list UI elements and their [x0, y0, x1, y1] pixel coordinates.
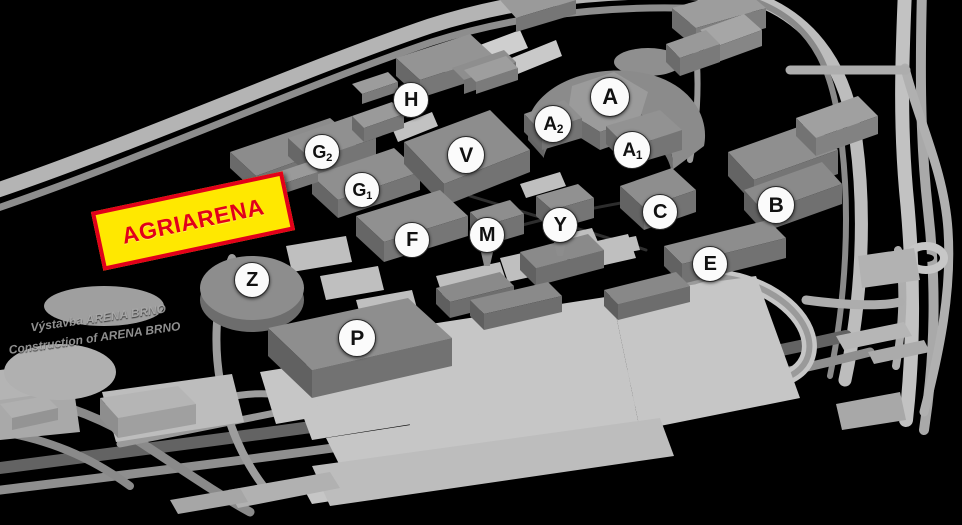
pavilion-z-label: Z	[246, 269, 258, 291]
pavilion-g2-marker[interactable]: G2	[304, 134, 340, 170]
pavilion-v-label: V	[459, 143, 473, 167]
pavilion-g1-label: G1	[352, 179, 372, 203]
pavilion-b-marker[interactable]: B	[757, 186, 795, 224]
pavilion-m-label: M	[478, 224, 496, 246]
pavilion-g2-sublabel: 2	[326, 152, 332, 165]
pavilion-p-marker[interactable]: P	[338, 319, 376, 357]
pavilion-a-label: A	[602, 84, 618, 109]
pavilion-m-marker[interactable]: M	[469, 217, 505, 253]
pavilion-y-pin-stem	[553, 240, 567, 256]
pavilion-y-label: Y	[553, 214, 567, 236]
pavilion-g1-sublabel: 1	[366, 190, 372, 203]
pavilion-a2-sublabel: 2	[556, 123, 564, 137]
pavilion-m-pin-stem	[480, 250, 494, 266]
pavilion-h-label: H	[404, 89, 418, 111]
pavilion-c-marker[interactable]: C	[642, 194, 678, 230]
pavilion-h-marker[interactable]: H	[393, 82, 429, 118]
pavilion-a2-label: A2	[543, 113, 564, 137]
buildings	[0, 0, 930, 514]
pavilion-a1-label: A1	[622, 139, 643, 163]
pavilion-a1-sublabel: 1	[635, 149, 643, 163]
pavilion-c-label: C	[653, 201, 667, 223]
pavilion-b-label: B	[768, 193, 784, 217]
pavilion-e-marker[interactable]: E	[692, 246, 728, 282]
pavilion-f-marker[interactable]: F	[394, 222, 430, 258]
pavilion-g1-marker[interactable]: G1	[344, 172, 380, 208]
pavilion-a2-marker[interactable]: A2	[534, 105, 572, 143]
pavilion-a-marker[interactable]: A	[590, 77, 630, 117]
pavilion-a1-marker[interactable]: A1	[613, 131, 651, 169]
pavilion-y-marker[interactable]: Y	[542, 207, 578, 243]
pavilion-e-label: E	[703, 253, 717, 275]
pavilion-v-marker[interactable]: V	[447, 136, 485, 174]
pavilion-f-label: F	[406, 229, 418, 251]
pavilion-p-label: P	[350, 326, 364, 350]
pavilion-z-marker[interactable]: Z	[234, 262, 270, 298]
pavilion-g2-label: G2	[312, 141, 332, 165]
